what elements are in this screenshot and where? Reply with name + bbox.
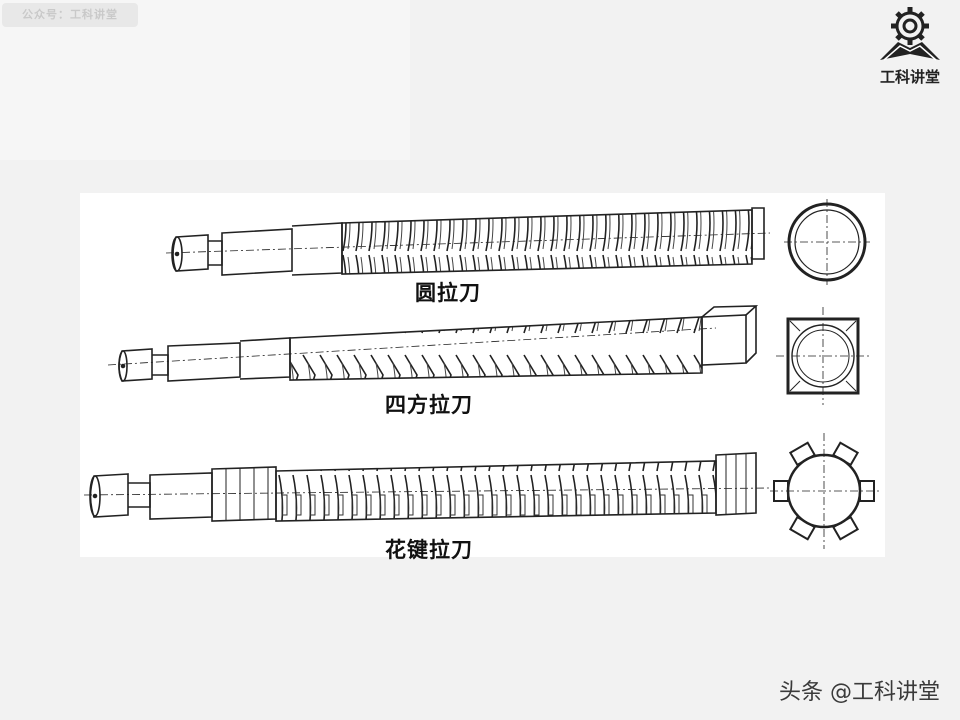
gear-book-icon — [880, 7, 940, 61]
square-broach-label: 四方拉刀 — [385, 392, 473, 417]
logo: 工科讲堂 — [868, 2, 952, 90]
spline-broach-label: 花键拉刀 — [385, 537, 473, 562]
top-watermark: 公众号：工科讲堂 — [2, 3, 138, 27]
logo-text: 工科讲堂 — [879, 68, 940, 86]
round-broach-label: 圆拉刀 — [415, 280, 481, 305]
square-cross-section — [776, 307, 870, 405]
round-cross-section — [784, 199, 870, 285]
broach-diagram: 圆拉刀 四方拉刀 花键拉刀 — [80, 193, 885, 562]
spline-broach — [83, 452, 771, 522]
broach-drawing — [83, 199, 880, 549]
spline-cross-section — [770, 433, 880, 549]
square-broach — [107, 305, 759, 382]
round-broach — [165, 207, 771, 276]
bottom-watermark: 头条 @工科讲堂 — [779, 680, 940, 705]
